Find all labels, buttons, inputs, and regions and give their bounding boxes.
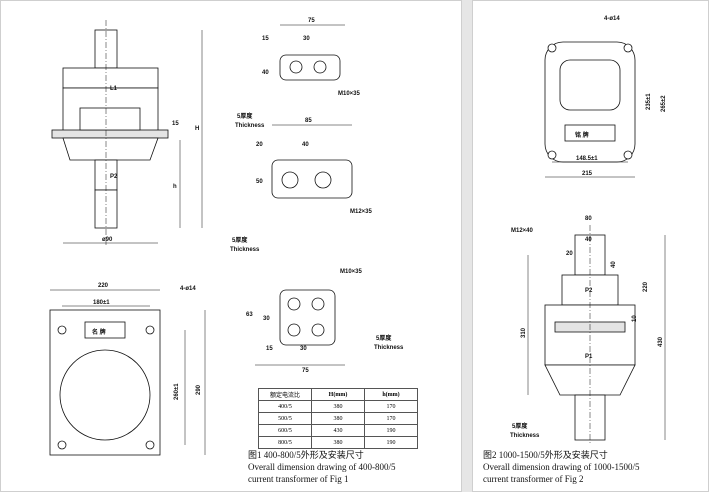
- dim-260: 260±1: [174, 383, 180, 400]
- dim-H: H: [195, 126, 199, 132]
- table-header: h(mm): [364, 388, 418, 401]
- fig1-bottom-view: 名 牌 220 180±1 4-ø14 260±1 290: [49, 283, 206, 456]
- fig1-terminal-b: 85 20 40 50 M12×35 5厚度 Thickness: [230, 118, 373, 253]
- dim-220: 220: [98, 283, 109, 289]
- svg-text:63: 63: [246, 312, 253, 318]
- fig2-caption-cn: 图2 1000-1500/5外形及安装尺寸: [483, 449, 608, 460]
- svg-text:148.5±1: 148.5±1: [576, 156, 598, 162]
- fig1-caption-en2: current transformer of Fig 1: [248, 474, 348, 484]
- svg-text:P1: P1: [585, 354, 593, 360]
- svg-text:310: 310: [521, 327, 527, 338]
- dim-290: 290: [196, 384, 202, 395]
- fig2-side-view: M12×40 80 40 20 40 220 10 310 430 P2 P1 …: [510, 216, 666, 445]
- svg-text:M10×35: M10×35: [340, 269, 363, 275]
- svg-text:40: 40: [302, 142, 309, 148]
- label-l1: L1: [110, 86, 118, 92]
- svg-text:5厚度: 5厚度: [237, 112, 253, 120]
- svg-text:85: 85: [305, 118, 312, 124]
- svg-text:235±1: 235±1: [646, 93, 652, 110]
- svg-text:铭 牌: 铭 牌: [575, 131, 589, 139]
- svg-text:40: 40: [611, 261, 617, 268]
- svg-text:20: 20: [566, 251, 573, 257]
- svg-text:M12×40: M12×40: [511, 228, 534, 234]
- svg-text:50: 50: [256, 179, 263, 185]
- svg-text:M12×35: M12×35: [350, 209, 373, 215]
- fig1-front-view: L1 P2 ø90 H h 15: [51, 20, 203, 245]
- fig1-terminal-c: M10×35 63 30 15 30 75 5厚度 Thickness: [246, 269, 404, 374]
- svg-text:5厚度: 5厚度: [376, 334, 392, 342]
- svg-text:430: 430: [658, 336, 664, 347]
- holes-label: 4-ø14: [180, 286, 196, 292]
- svg-text:75: 75: [308, 18, 315, 24]
- dim-15: 15: [172, 121, 179, 127]
- svg-text:15: 15: [262, 36, 269, 42]
- table-header: H(mm): [311, 388, 365, 401]
- svg-text:220: 220: [643, 281, 649, 292]
- svg-text:Thickness: Thickness: [230, 247, 260, 253]
- fig2-caption-en2: current transformer of Fig 2: [483, 474, 583, 484]
- svg-text:40: 40: [585, 237, 592, 243]
- svg-text:5厚度: 5厚度: [512, 422, 528, 430]
- svg-text:75: 75: [302, 368, 309, 374]
- svg-text:Thickness: Thickness: [510, 433, 540, 439]
- svg-text:20: 20: [256, 142, 263, 148]
- svg-text:Thickness: Thickness: [374, 345, 404, 351]
- svg-text:30: 30: [300, 346, 307, 352]
- fig2-caption-en1: Overall dimension drawing of 1000-1500/5: [483, 462, 640, 472]
- dim-h: h: [173, 184, 177, 190]
- fig2-top-view: 铭 牌 4-ø14 235±1 265±2 148.5±1 215: [544, 16, 667, 178]
- svg-text:5厚度: 5厚度: [232, 236, 248, 244]
- dim-diameter: ø90: [102, 237, 113, 243]
- svg-text:Thickness: Thickness: [235, 123, 265, 129]
- label-p2: P2: [110, 174, 118, 180]
- svg-text:40: 40: [262, 70, 269, 76]
- fig1-caption-en1: Overall dimension drawing of 400-800/5: [248, 462, 396, 472]
- fig1-caption-cn: 图1 400-800/5外形及安装尺寸: [248, 449, 364, 460]
- svg-text:15: 15: [266, 346, 273, 352]
- svg-text:4-ø14: 4-ø14: [604, 16, 620, 22]
- svg-text:30: 30: [263, 316, 270, 322]
- svg-text:215: 215: [582, 171, 593, 177]
- nameplate: 名 牌: [92, 328, 106, 336]
- svg-text:265±2: 265±2: [661, 95, 667, 112]
- svg-text:M10×35: M10×35: [338, 91, 361, 97]
- dim-180: 180±1: [93, 300, 110, 306]
- svg-text:80: 80: [585, 216, 592, 222]
- svg-text:10: 10: [632, 315, 638, 322]
- table-header: 额定电流比: [258, 388, 312, 401]
- svg-text:30: 30: [303, 36, 310, 42]
- fig1-terminal-a: 75 15 30 40 M10×35 5厚度 Thickness: [235, 18, 361, 129]
- svg-text:P2: P2: [585, 288, 593, 294]
